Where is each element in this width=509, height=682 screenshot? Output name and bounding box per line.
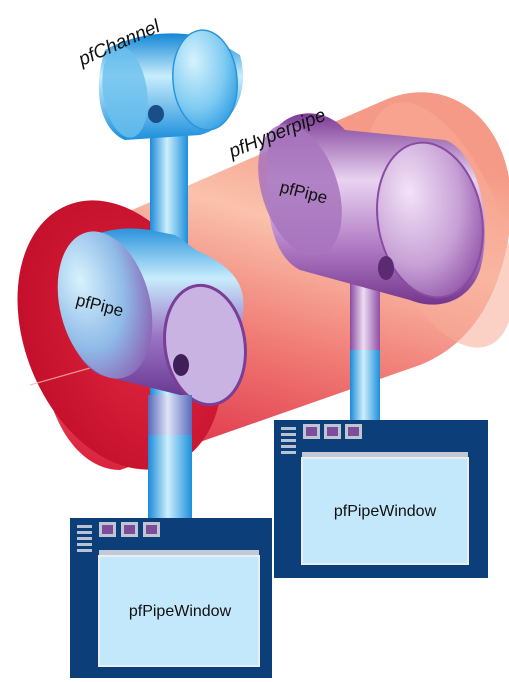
channel-hole: [148, 105, 164, 123]
window-left: pfPipeWindow: [70, 518, 272, 678]
channel-tube: [98, 29, 244, 140]
pipe-right: [258, 113, 486, 432]
window-right: pfPipeWindow: [274, 420, 488, 578]
pipe-right-hole: [378, 256, 394, 280]
pipe-left: [57, 228, 247, 407]
window-right-label: pfPipeWindow: [334, 503, 437, 520]
window-left-label: pfPipeWindow: [129, 603, 232, 620]
pipe-left-hole: [173, 354, 189, 376]
